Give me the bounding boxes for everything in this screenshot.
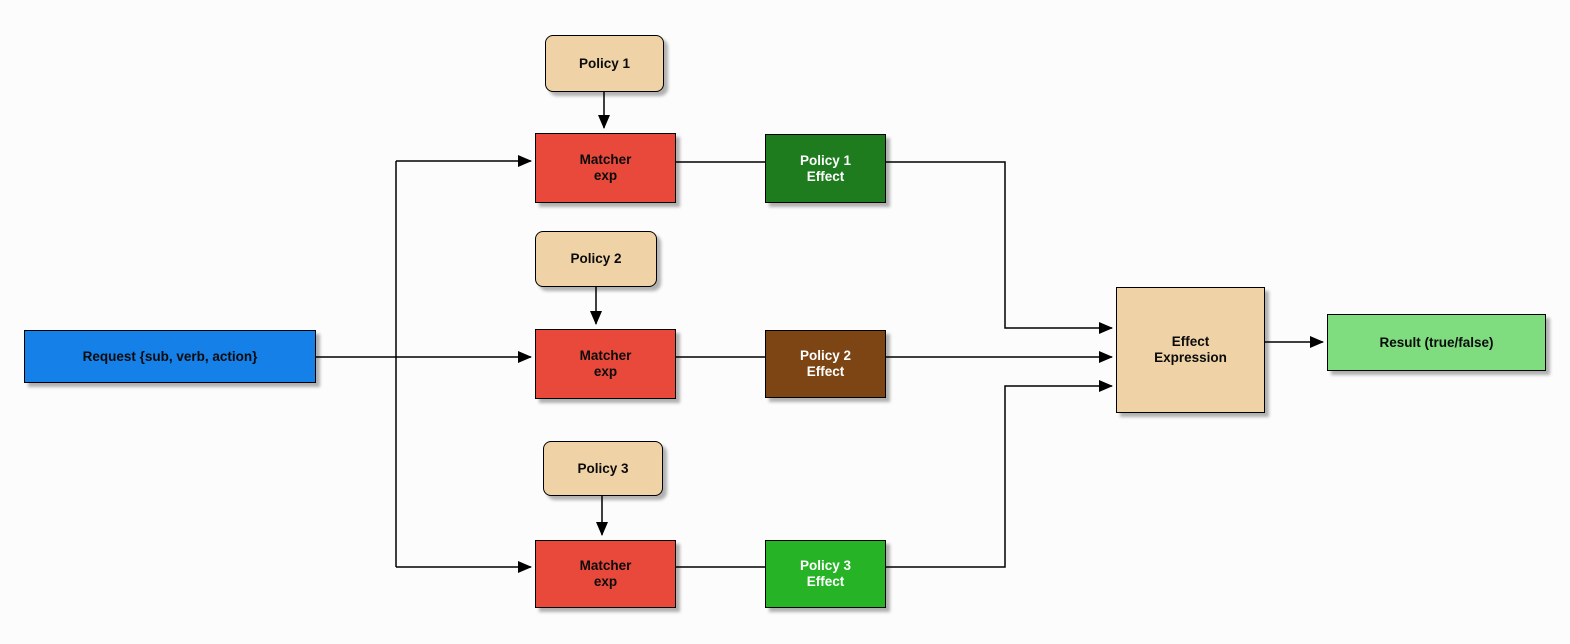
policy3-effect-node: Policy 3 Effect xyxy=(765,540,886,608)
policy3-effect-label-line2: Effect xyxy=(806,574,845,589)
effect-expression-label-line2: Expression xyxy=(1154,350,1227,365)
policy2-node: Policy 2 xyxy=(535,231,657,287)
matcher1-node: Matcher exp xyxy=(535,133,676,203)
policy1-effect-node: Policy 1 Effect xyxy=(765,134,886,203)
policy3-effect-label-line1: Policy 3 xyxy=(799,558,852,573)
policy1-effect-label-line1: Policy 1 xyxy=(799,152,852,168)
policy2-effect-node: Policy 2 Effect xyxy=(765,330,886,398)
effect-expression-label-line1: Effect xyxy=(1171,334,1210,349)
matcher3-label-line2: exp xyxy=(593,574,618,589)
request-node: Request {sub, verb, action} xyxy=(24,330,316,383)
policy1-label: Policy 1 xyxy=(578,55,631,71)
connector-effect1-to-expression xyxy=(886,161,1113,334)
matcher3-label-line1: Matcher xyxy=(579,558,632,573)
policy3-node: Policy 3 xyxy=(543,441,663,496)
effect-expression-node: Effect Expression xyxy=(1116,287,1265,413)
policy1-effect-label-line2: Effect xyxy=(806,168,845,184)
request-label: Request {sub, verb, action} xyxy=(82,348,258,364)
matcher2-node: Matcher exp xyxy=(535,329,676,399)
policy2-effect-label-line1: Policy 2 xyxy=(799,348,852,363)
policy2-effect-label-line2: Effect xyxy=(806,364,845,379)
result-node: Result (true/false) xyxy=(1327,314,1546,371)
matcher1-label-line1: Matcher xyxy=(579,152,632,167)
matcher3-node: Matcher exp xyxy=(535,540,676,608)
connector-effect3-to-expression xyxy=(886,380,1113,568)
policy1-node: Policy 1 xyxy=(545,35,664,92)
policy3-label: Policy 3 xyxy=(577,460,629,476)
matcher2-label-line1: Matcher xyxy=(579,348,632,363)
matcher1-label-line2: exp xyxy=(593,168,618,183)
result-label: Result (true/false) xyxy=(1379,334,1494,350)
policy2-label: Policy 2 xyxy=(570,251,622,266)
matcher2-label-line2: exp xyxy=(593,364,618,379)
